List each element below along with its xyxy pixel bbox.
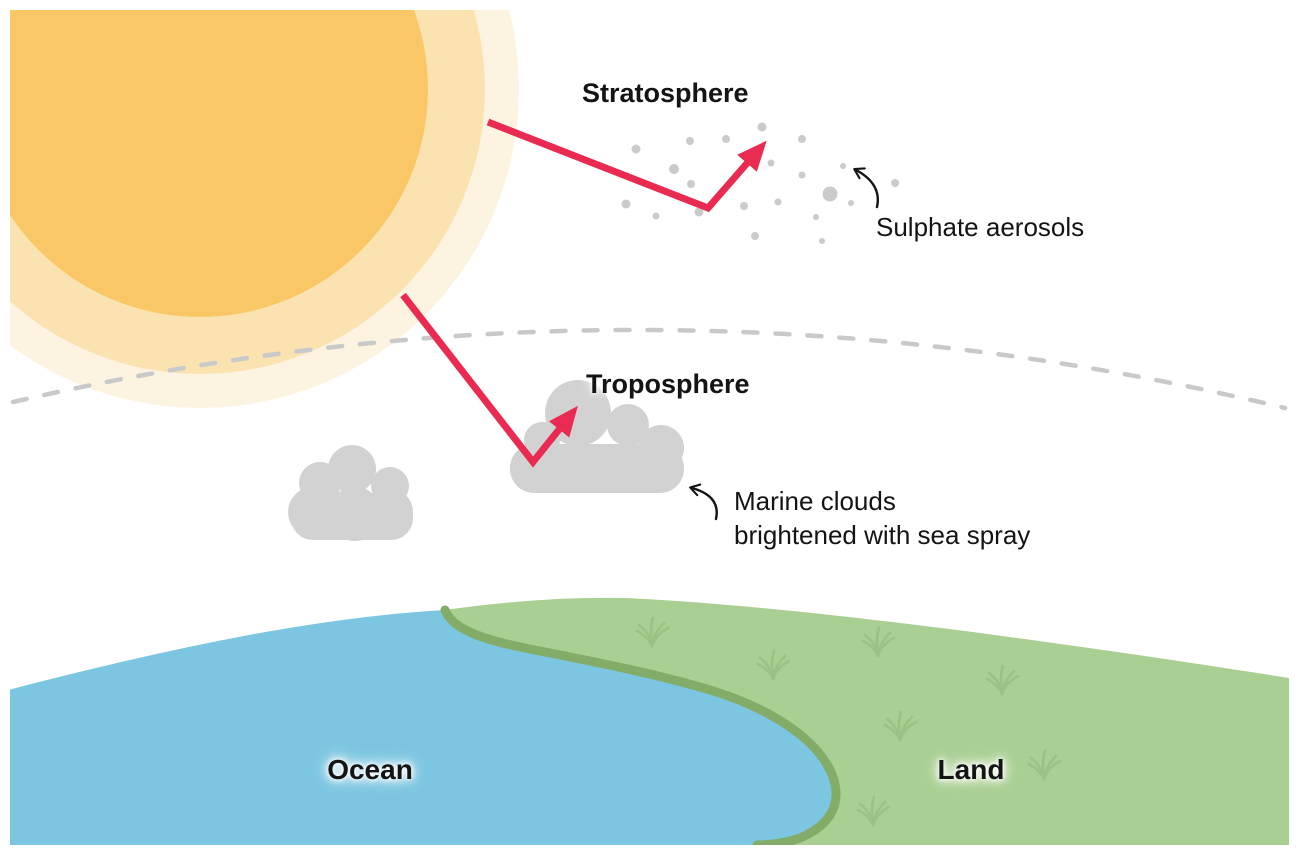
stratosphere-label: Stratosphere xyxy=(582,78,749,108)
marine-clouds-label-line2: brightened with sea spray xyxy=(734,520,1031,550)
land-area xyxy=(445,597,1289,845)
marine-cloud-large-icon xyxy=(510,380,684,493)
sun-icon xyxy=(10,10,519,408)
marine-cloud-small-icon xyxy=(288,445,413,541)
marine-pointer-arrow xyxy=(689,483,718,521)
sulphate-pointer-arrow xyxy=(853,167,879,209)
stratosphere-reflection-arrow xyxy=(486,118,767,213)
ocean-label: Ocean xyxy=(327,754,413,786)
troposphere-label: Troposphere xyxy=(586,369,750,399)
marine-clouds-label-line1: Marine clouds xyxy=(734,486,896,516)
sulphate-aerosols-label: Sulphate aerosols xyxy=(876,212,1085,242)
ocean-area xyxy=(10,610,836,845)
troposphere-reflection-arrow xyxy=(400,292,578,468)
marine-clouds-label: Marine clouds brightened with sea spray xyxy=(734,484,1030,552)
annotation-pointer-arrows xyxy=(689,167,879,521)
land-label: Land xyxy=(937,754,1005,786)
earth-surface xyxy=(10,597,1289,845)
atmosphere-boundary-dashed-line xyxy=(10,327,1288,411)
coastline xyxy=(440,605,841,845)
reflected-ray-arrows xyxy=(400,118,767,468)
sulphate-aerosol-dots-icon xyxy=(621,122,899,244)
